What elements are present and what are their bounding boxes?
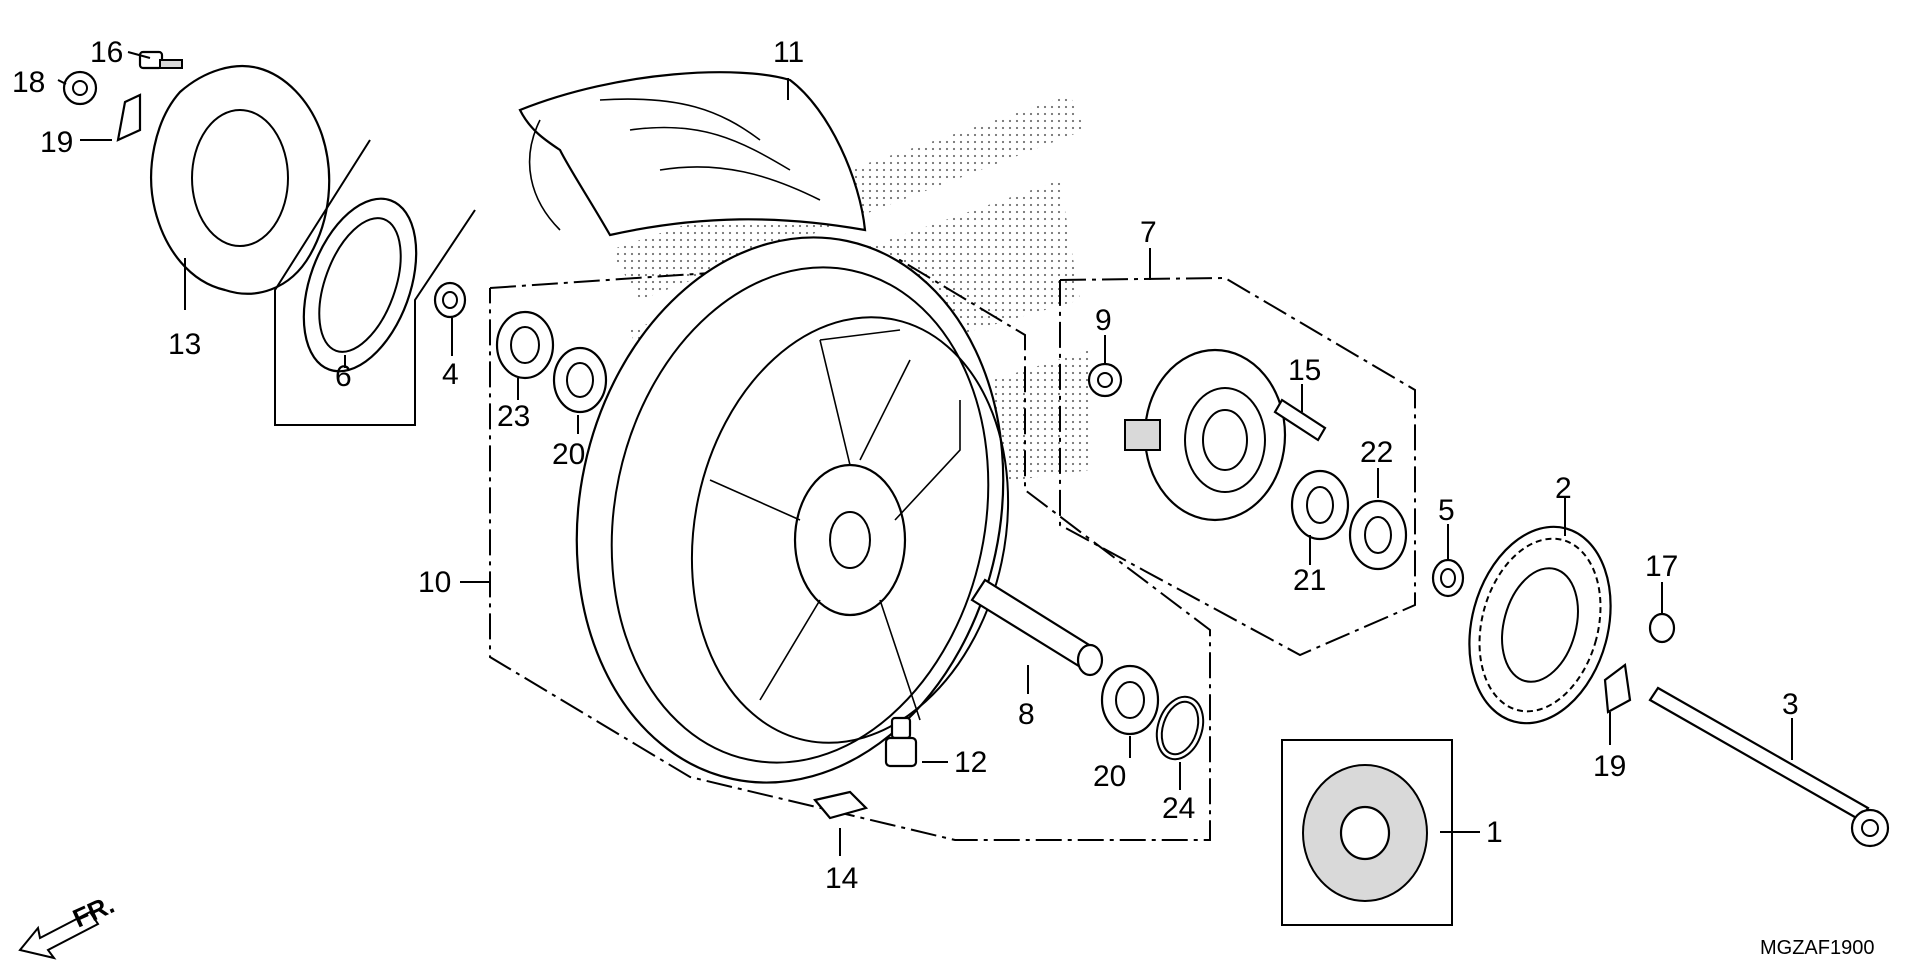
hub-flange[interactable] [1124, 348, 1287, 522]
callout-20: 20 [552, 438, 585, 471]
clip-part-19[interactable] [116, 93, 142, 142]
callout-2: 2 [1555, 472, 1572, 505]
axle-part-3[interactable] [1648, 686, 1890, 848]
collar-part-5[interactable] [1431, 558, 1465, 598]
callout-18: 18 [12, 66, 45, 99]
tire-part-11[interactable] [518, 71, 867, 237]
collar-part-9[interactable] [1087, 362, 1123, 398]
collar-part-4[interactable] [433, 281, 467, 319]
bearing-part-21[interactable] [1290, 469, 1350, 541]
nut-part-18[interactable] [62, 70, 98, 106]
spacer-part-8[interactable] [970, 578, 1104, 677]
seal-part-6[interactable] [274, 139, 476, 426]
bolt-part-16[interactable] [138, 50, 183, 70]
callout-23: 23 [497, 400, 530, 433]
bearing-part-22[interactable] [1348, 499, 1408, 571]
callout-24: 24 [1162, 792, 1195, 825]
sprocket-part-2[interactable] [1448, 511, 1631, 739]
callout-13: 13 [168, 328, 201, 361]
hub-assembly-bracket-7 [1059, 276, 1416, 657]
callout-4: 4 [442, 358, 459, 391]
callout-15: 15 [1288, 354, 1321, 387]
callout-22: 22 [1360, 436, 1393, 469]
callout-5: 5 [1438, 494, 1455, 527]
damper-part-1[interactable] [1281, 739, 1453, 926]
oring-part-24[interactable] [1149, 691, 1211, 765]
callout-6: 6 [335, 360, 352, 393]
callout-3: 3 [1782, 688, 1799, 721]
callout-7: 7 [1140, 216, 1157, 249]
valve-part-12[interactable] [884, 716, 918, 768]
stud-part-15[interactable] [1273, 398, 1327, 442]
nut-part-17[interactable] [1648, 612, 1676, 644]
callout-21: 21 [1293, 564, 1326, 597]
leader-lines [57, 51, 1793, 856]
wheel-assembly-bracket-10 [489, 258, 1211, 841]
callout-1: 1 [1486, 816, 1503, 849]
brake-disc-part-13[interactable] [150, 64, 331, 295]
diagram-code: MGZAF1900 [1760, 937, 1874, 959]
callout-20b: 20 [1093, 760, 1126, 793]
callout-17: 17 [1645, 550, 1678, 583]
callout-9: 9 [1095, 304, 1112, 337]
bearing-part-23[interactable] [495, 310, 555, 380]
callout-8: 8 [1018, 698, 1035, 731]
callout-14: 14 [825, 862, 858, 895]
bearing-part-20[interactable] [552, 346, 608, 414]
callout-16: 16 [90, 36, 123, 69]
callout-10: 10 [418, 566, 451, 599]
callout-19b: 19 [1593, 750, 1626, 783]
bearing-part-20b[interactable] [1100, 664, 1160, 736]
front-direction-arrow-icon: FR. [18, 889, 119, 960]
wheel-rim[interactable] [527, 197, 1052, 822]
callout-19: 19 [40, 126, 73, 159]
clip-part-19b[interactable] [1603, 663, 1632, 714]
weight-part-14[interactable] [813, 790, 869, 820]
callout-12: 12 [954, 746, 987, 779]
callout-labels: 1 2 3 4 5 6 7 8 9 10 11 12 13 14 15 16 1… [12, 36, 1799, 895]
callout-11: 11 [773, 36, 804, 69]
